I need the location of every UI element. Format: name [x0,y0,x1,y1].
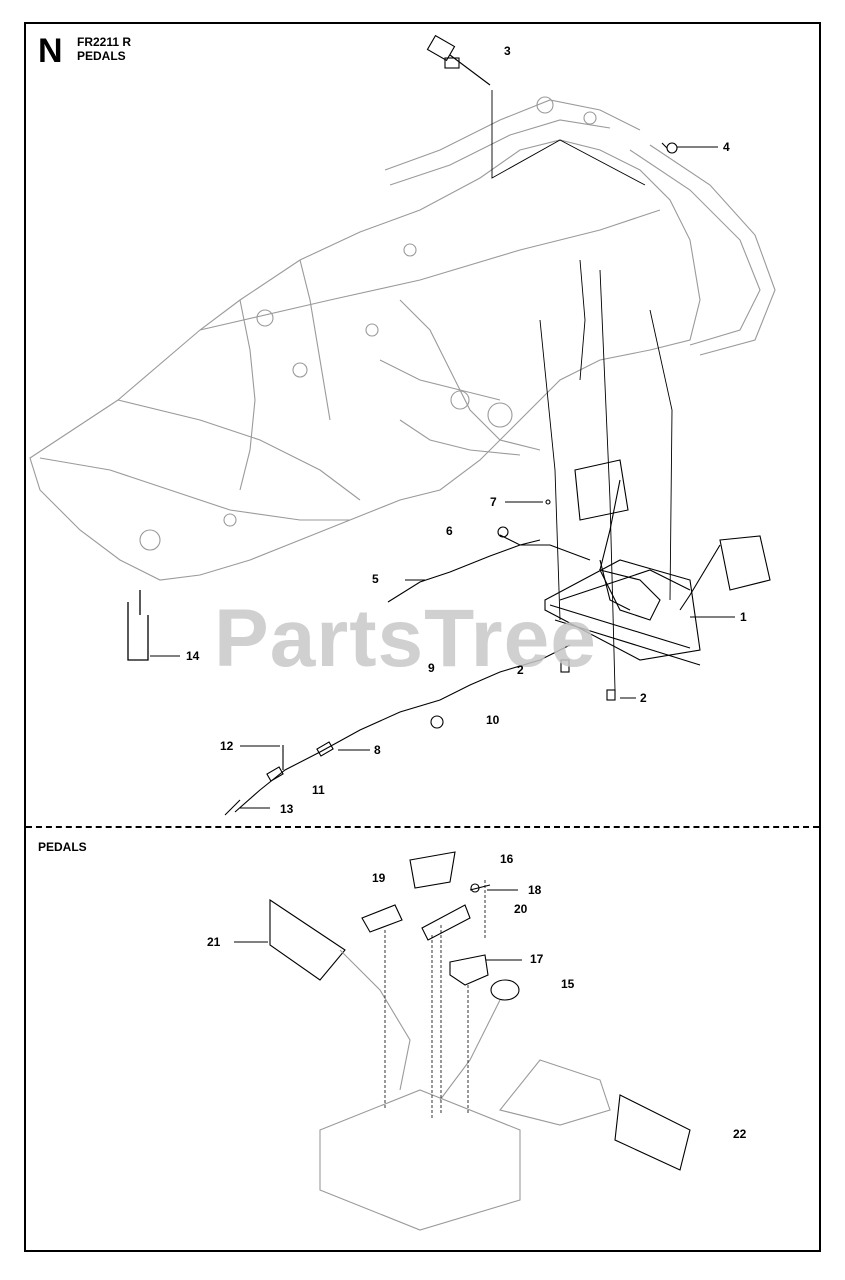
callout-c14: 14 [186,649,200,663]
callout-c10: 10 [486,713,500,727]
callout-c6: 6 [446,524,453,538]
watermark: PartsTree [214,593,597,684]
callout-c22: 22 [733,1127,747,1141]
bolts-2-7-drawing [545,499,616,701]
section-letter: N [38,32,63,70]
callout-c16: 16 [500,852,514,866]
callout-c18: 18 [528,883,542,897]
cables-drawing [224,526,591,816]
pedal-rods-drawing [491,90,673,691]
callout-c7: 7 [490,495,497,509]
callout-c9: 9 [428,661,435,675]
hook-14-drawing [127,590,149,661]
callout-c21: 21 [207,935,221,949]
callout-c1: 1 [740,610,747,624]
callout-c11: 11 [312,783,325,797]
section2-title: PEDALS [38,840,87,854]
callout-c4: 4 [723,140,730,154]
callout-c19: 19 [372,871,386,885]
callout-c17: 17 [530,952,544,966]
pedal-detail-drawing [269,851,691,1171]
model-number: FR2211 R [77,35,132,49]
callout-c13: 13 [280,802,294,816]
diagram-title: PEDALS [77,49,126,63]
frame-chassis-drawing [29,96,776,581]
bolt-4-drawing [661,142,678,154]
callout-c2b: 2 [640,691,647,705]
diagram-frame [24,22,821,1252]
section-divider [26,826,819,828]
callout-c3: 3 [504,44,511,58]
callout-c2a: 2 [517,663,524,677]
callout-leaders [150,146,735,961]
seat-switch-drawing [426,34,491,86]
pedal-detail-ghost-drawing [319,949,611,1231]
callout-c20: 20 [514,902,528,916]
pedal-detail-guides-drawing [384,880,486,1120]
pedal-assembly-drawing [544,459,771,666]
callout-c5: 5 [372,572,379,586]
callout-c15: 15 [561,977,575,991]
callout-c8: 8 [374,743,381,757]
callout-c12: 12 [220,739,234,753]
